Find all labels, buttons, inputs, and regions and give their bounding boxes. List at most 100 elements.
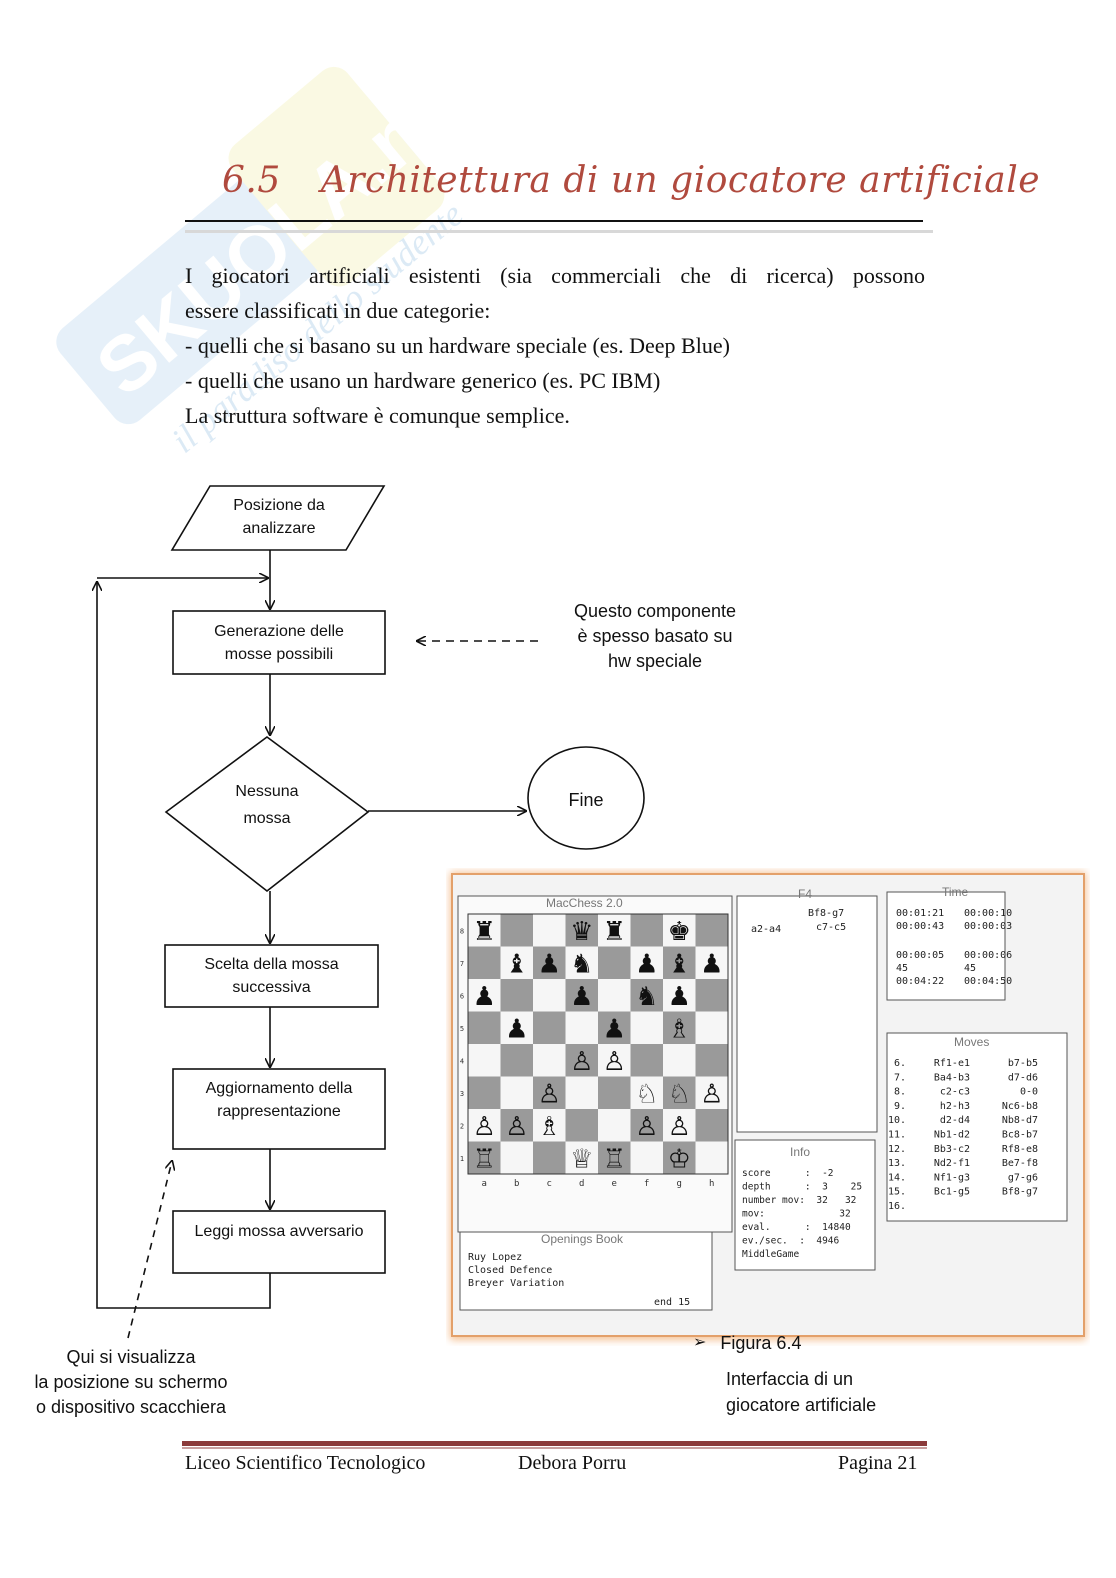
move-white: h2-h3 — [940, 1101, 970, 1112]
no-move-label-line: mossa — [243, 810, 291, 827]
board-square — [565, 1141, 598, 1174]
read-move-label: Leggi mossa avversario — [194, 1223, 364, 1240]
update-label-line: Aggiornamento della — [205, 1080, 353, 1097]
move-black: Be7-f8 — [1002, 1158, 1038, 1169]
chess-piece: ♟ — [635, 950, 658, 980]
move-white: Bb3-c2 — [934, 1144, 970, 1155]
board-square — [663, 914, 696, 947]
update-label: Aggiornamento della rappresentazione — [173, 1077, 385, 1123]
board-square — [500, 1044, 533, 1077]
footer-school: Liceo Scientifico Tecnologico — [185, 1452, 426, 1474]
move-number: 7. — [894, 1072, 906, 1083]
board-square — [468, 1076, 501, 1109]
footer-page: Pagina 21 — [838, 1452, 918, 1474]
chess-piece: ♞ — [570, 950, 593, 980]
file-label: c — [547, 1179, 552, 1189]
rank-label: 2 — [460, 1122, 464, 1130]
board-square — [500, 1076, 533, 1109]
board-square — [663, 1141, 696, 1174]
intro-line: I giocatori artificiali esistenti (sia c… — [185, 263, 925, 288]
board-square — [468, 1011, 501, 1044]
board-square — [695, 1109, 728, 1142]
note-line: Questo componente — [573, 601, 737, 621]
move-black: g7-g6 — [1008, 1172, 1038, 1183]
move-number: 6. — [894, 1058, 906, 1069]
time-cell: 00:04:50 — [964, 976, 1012, 987]
move-black: 0-0 — [1020, 1087, 1038, 1098]
rank-label: 4 — [460, 1057, 464, 1065]
file-label: b — [514, 1179, 519, 1189]
board-square — [468, 979, 501, 1012]
time-cell: 00:00:03 — [964, 921, 1012, 932]
chess-piece: ♟ — [570, 982, 593, 1012]
time-cell: 00:00:10 — [964, 908, 1012, 919]
section-number: 6.5 — [222, 160, 281, 201]
move-number: 9. — [894, 1101, 906, 1112]
choose-move-box — [164, 944, 379, 1008]
board-square — [500, 979, 533, 1012]
board-square — [695, 1141, 728, 1174]
board-square — [500, 1011, 533, 1044]
choose-label-line: successiva — [232, 979, 311, 996]
chess-piece: ♘ — [668, 1080, 691, 1110]
board-square — [533, 979, 566, 1012]
flowchart: Posizione da analizzare Generazione dell… — [0, 470, 760, 1430]
chess-piece: ♘ — [635, 1080, 658, 1110]
board-border — [467, 913, 729, 1175]
chess-piece: ♝ — [668, 950, 691, 980]
note-line: è spesso basato su — [577, 626, 733, 646]
file-label: g — [677, 1179, 682, 1189]
move-white: d2-d4 — [940, 1115, 970, 1126]
figure-number: Figura 6.4 — [720, 1333, 802, 1353]
board-square — [630, 979, 663, 1012]
loop-back-line — [97, 582, 271, 1309]
chess-piece: ♟ — [473, 982, 496, 1012]
time-title: Time — [942, 885, 969, 899]
board-square — [598, 979, 631, 1012]
board-square — [468, 914, 501, 947]
chess-piece: ♞ — [635, 982, 658, 1012]
choose-move-label: Scelta della mossa successiva — [165, 953, 378, 999]
chess-piece: ♟ — [700, 950, 723, 980]
board-square — [598, 1109, 631, 1142]
heading-rule-shadow — [185, 230, 933, 233]
board-square — [695, 1044, 728, 1077]
chess-piece: ♗ — [538, 1112, 561, 1142]
moves-title: Moves — [954, 1035, 989, 1049]
choose-label-line: Scelta della mossa — [204, 956, 339, 973]
board-square — [500, 1141, 533, 1174]
caption-line: giocatore artificiale — [726, 1395, 877, 1415]
board-square — [598, 946, 631, 979]
chess-piece: ♙ — [570, 1047, 593, 1077]
board-square — [565, 1076, 598, 1109]
file-label: a — [482, 1179, 487, 1189]
openings-title: Openings Book — [541, 1232, 624, 1246]
info-line: depth : 3 25 — [742, 1182, 862, 1193]
board-square — [598, 914, 631, 947]
file-label: d — [579, 1179, 584, 1189]
input-label-line: Posizione da — [233, 497, 325, 514]
no-move-label-line: Nessuna — [235, 783, 299, 800]
move-white: Nf1-g3 — [934, 1172, 970, 1183]
opening-line: Closed Defence — [468, 1265, 552, 1276]
move-white: Rf1-e1 — [934, 1058, 970, 1069]
input-label: Posizione da analizzare — [200, 494, 358, 540]
move-right: c7-c5 — [816, 922, 846, 933]
note-line: o dispositivo scacchiera — [35, 1397, 227, 1417]
move-black: Nb8-d7 — [1002, 1115, 1038, 1126]
board-square — [565, 979, 598, 1012]
move-black: Rf8-e8 — [1002, 1144, 1038, 1155]
chess-interface-screenshot: MacChess 2.0 ♜♛♜♚♝♟♞♟♝♟♟♟♞♟♟♟♗♙♙♙♘♘♙♙♙♗♙… — [450, 872, 1086, 1340]
board-square — [663, 979, 696, 1012]
note-line: hw speciale — [607, 651, 703, 671]
move-white: Bc1-g5 — [934, 1187, 970, 1198]
moves-column-title: F4 — [798, 887, 812, 901]
intro-line: - quelli che usano un hardware generico … — [185, 368, 661, 393]
board-square — [598, 1141, 631, 1174]
time-cell: 00:01:21 — [896, 908, 944, 919]
chess-piece: ♟ — [668, 982, 691, 1012]
